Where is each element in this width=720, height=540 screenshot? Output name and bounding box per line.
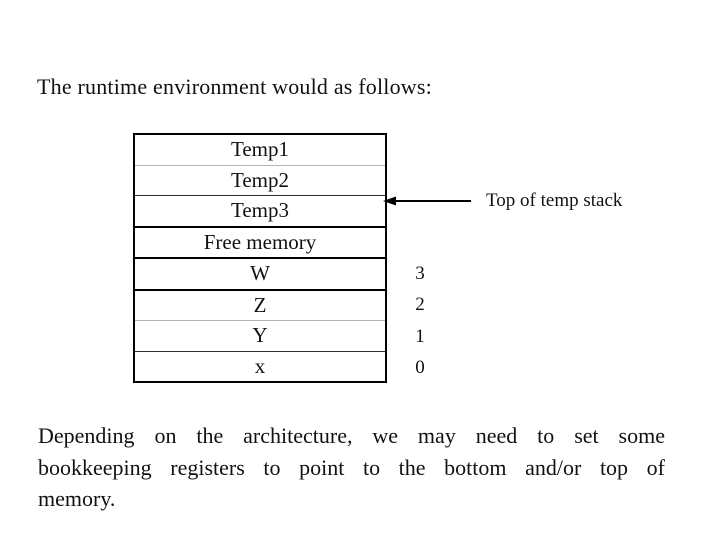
memory-row-temp1: Temp1 — [135, 135, 385, 166]
stack-index-3: 3 — [415, 263, 425, 285]
memory-row-temp2: Temp2 — [135, 166, 385, 196]
page-title: The runtime environment would as follows… — [37, 74, 432, 99]
paragraph-line: bookkeeping registers to point to the bo… — [38, 454, 665, 480]
body-paragraph: Depending on the architecture, we may ne… — [38, 420, 665, 515]
memory-row-x: x — [254, 353, 266, 378]
paragraph-line: memory. — [38, 486, 116, 511]
left-arrow-icon — [383, 196, 471, 206]
memory-row-z: Z — [135, 291, 385, 321]
memory-stack-table: Temp1 Temp2 Temp3 Free memory W Z Y x — [133, 133, 387, 383]
pointer-label: Top of temp stack — [486, 190, 623, 211]
memory-row-temp3: Temp3 — [135, 196, 385, 228]
memory-row-free-memory: Free memory — [135, 228, 385, 259]
stack-index-1: 1 — [415, 325, 425, 347]
memory-row-w: W — [135, 259, 385, 291]
stack-index-column: 3 2 1 0 — [406, 258, 434, 383]
paragraph-line: Depending on the architecture, we may ne… — [38, 423, 665, 448]
stack-index-2: 2 — [415, 294, 425, 316]
memory-row-y: Y — [135, 321, 385, 352]
stack-index-0: 0 — [415, 356, 425, 378]
